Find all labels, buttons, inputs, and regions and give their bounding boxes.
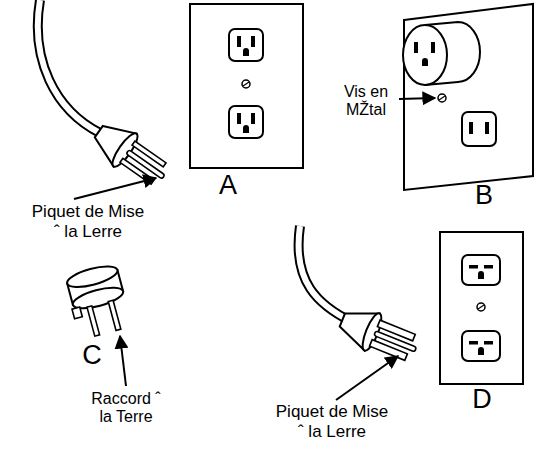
- callout-label: Vis en MŽtal: [339, 83, 394, 120]
- figure-letter: A: [210, 170, 246, 201]
- figure-letter: B: [466, 180, 502, 211]
- figure-letter: D: [464, 384, 500, 415]
- figure-letter: C: [74, 340, 110, 371]
- callout-label: Piquet de Mise ˆ la Lerre: [28, 202, 148, 241]
- callout-label: Raccord ˆ la Terre: [84, 390, 168, 427]
- callout-label: Piquet de Mise ˆ la Lerre: [272, 402, 392, 441]
